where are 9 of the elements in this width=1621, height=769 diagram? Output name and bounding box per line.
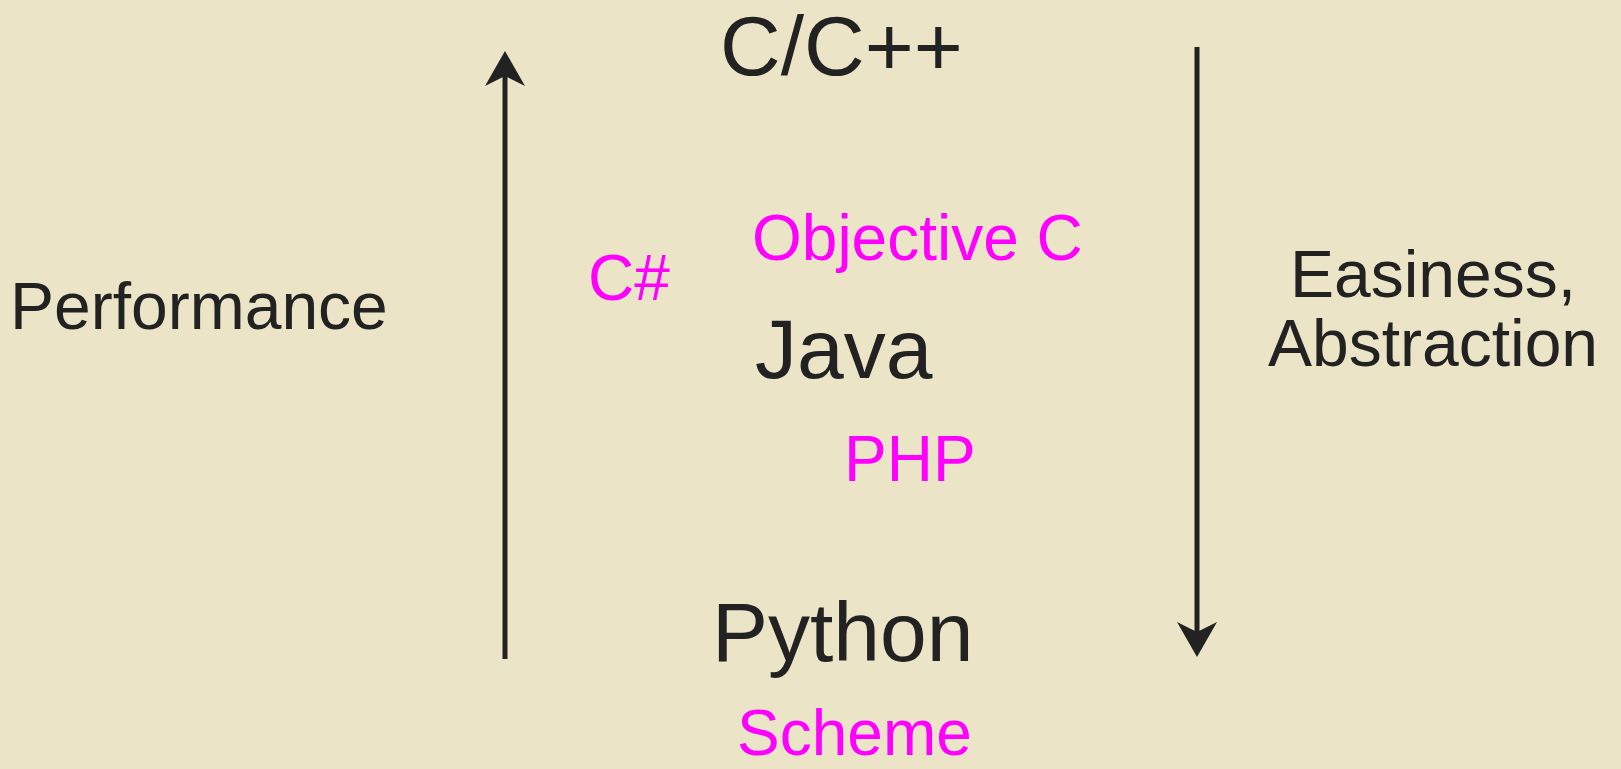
language-label: Java — [755, 305, 933, 394]
language-label: Objective C — [752, 205, 1083, 273]
language-label: Python — [712, 588, 974, 677]
language-label: PHP — [844, 426, 976, 494]
language-label: C# — [588, 245, 670, 313]
language-label: Scheme — [737, 700, 972, 768]
axis-label: Performance — [10, 272, 388, 342]
axis-label: Easiness, Abstraction — [1266, 240, 1600, 379]
heading-text: C/C++ — [720, 2, 963, 91]
